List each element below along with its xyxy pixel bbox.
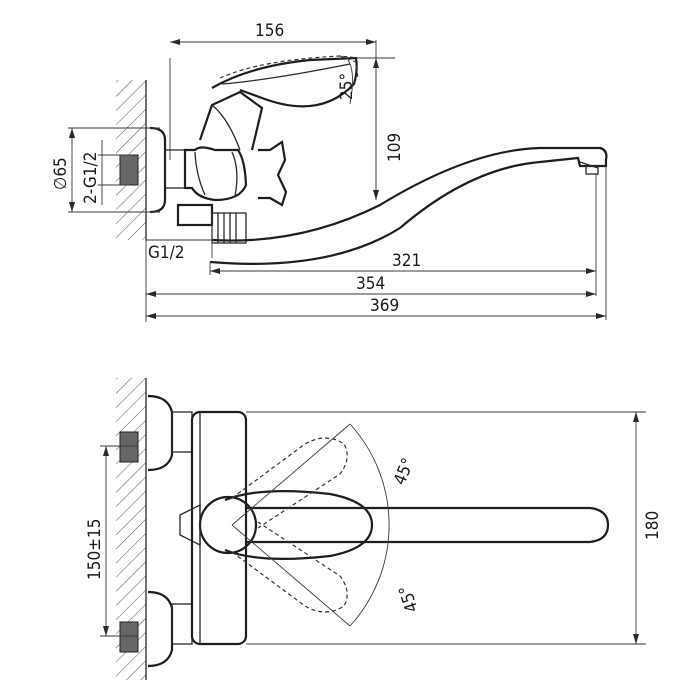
dim-354-label: 354 <box>356 274 385 294</box>
dim-109-label: 109 <box>385 133 405 162</box>
dim-center-distance-label: 150±15 <box>85 519 105 580</box>
body-block <box>190 410 248 646</box>
mixer-body <box>183 146 248 202</box>
wall-flange <box>149 126 167 214</box>
inlet-nut <box>119 154 139 186</box>
dim-outlet-thread-label: G1/2 <box>148 243 184 263</box>
dim-156-label: 156 <box>255 21 284 41</box>
top-view: 45° 45° 150±15 180 <box>85 378 663 680</box>
dim-180-label: 180 <box>643 511 663 540</box>
handle-angle-label: 25° <box>337 73 357 100</box>
dim-inlet-thread-label: 2-G1/2 <box>81 152 101 204</box>
handle-lever <box>211 56 358 108</box>
dim-321-label: 321 <box>392 251 421 271</box>
angle-lower-label: 45° <box>395 583 422 615</box>
side-view: 25° 156 109 ∅65 <box>51 21 608 322</box>
handle-top <box>224 489 374 561</box>
angle-upper-label: 45° <box>390 455 419 488</box>
spout-top <box>246 506 610 544</box>
dim-369-label: 369 <box>370 296 399 316</box>
dim-d65-label: ∅65 <box>51 157 71 190</box>
outlet-fitting <box>176 203 214 227</box>
spout <box>209 146 608 265</box>
